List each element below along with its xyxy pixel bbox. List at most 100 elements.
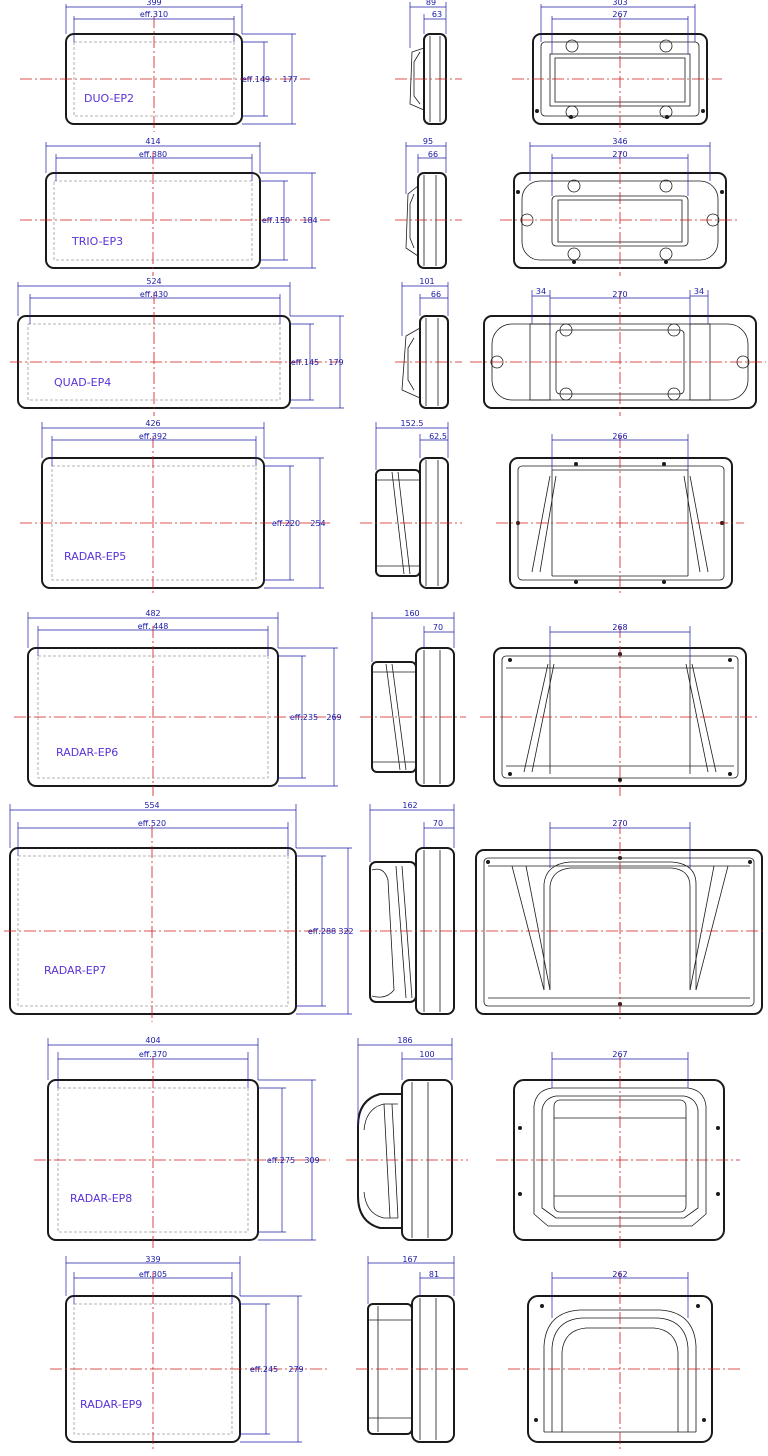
height-dimension: 309 [304, 1156, 319, 1165]
effective-width-dimension: eff.370 [139, 1050, 167, 1059]
front-depth-dimension: 62.5 [429, 432, 447, 441]
depth-dimension: 152.5 [401, 419, 424, 428]
rear-side-left-dimension: 34 [536, 287, 546, 296]
depth-dimension: 162 [402, 801, 417, 810]
rear-view: 270 [466, 819, 766, 1022]
rear-spacing-dimension: 262 [612, 1270, 627, 1279]
rear-view: 34 270 34 [470, 287, 766, 416]
front-view: 404 eff.370 eff.275 309 RADAR-EP8 [34, 1036, 330, 1248]
front-depth-dimension: 63 [432, 10, 442, 19]
height-dimension: 184 [302, 216, 317, 225]
width-dimension: 399 [146, 0, 161, 7]
model-label: RADAR-EP9 [80, 1398, 142, 1411]
rear-spacing-dimension: 267 [612, 10, 627, 19]
effective-width-dimension: eff.392 [139, 432, 167, 441]
effective-width-dimension: eff.310 [140, 10, 168, 19]
rear-width-dimension: 303 [612, 0, 627, 7]
side-view: 89 63 [395, 0, 462, 125]
height-dimension: 279 [288, 1365, 303, 1374]
model-label: RADAR-EP7 [44, 964, 106, 977]
side-view: 160 70 [360, 609, 466, 787]
side-view: 95 66 [395, 137, 462, 269]
depth-dimension: 95 [423, 137, 433, 146]
row-radar-ep9: 339 eff.305 eff.245 279 RADAR-EP9 167 81 [50, 1255, 740, 1450]
side-view: 167 81 [356, 1255, 470, 1443]
width-dimension: 339 [145, 1255, 160, 1264]
rear-spacing-dimension: 268 [612, 623, 627, 632]
effective-height-dimension: eff.245 [250, 1365, 278, 1374]
front-depth-dimension: 66 [431, 290, 441, 299]
effective-width-dimension: eff. 448 [138, 622, 169, 631]
front-view: 554 eff.520 eff.288 322 RADAR-EP7 [4, 801, 354, 1022]
height-dimension: 269 [326, 713, 341, 722]
front-view: 339 eff.305 eff.245 279 RADAR-EP9 [50, 1255, 330, 1450]
height-dimension: 322 [338, 927, 353, 936]
front-view: 399 eff.310 eff.149 177 DUO-EP2 [20, 0, 310, 132]
rear-spacing-dimension: 270 [612, 150, 627, 159]
rear-spacing-dimension: 267 [612, 1050, 627, 1059]
rear-view: 303 267 [512, 0, 722, 132]
rear-spacing-dimension: 266 [612, 432, 627, 441]
effective-height-dimension: eff.145 [291, 358, 319, 367]
width-dimension: 554 [144, 801, 159, 810]
model-label: RADAR-EP6 [56, 746, 118, 759]
effective-height-dimension: eff.150 [262, 216, 290, 225]
height-dimension: 177 [282, 75, 297, 84]
model-label: RADAR-EP5 [64, 550, 126, 563]
effective-width-dimension: eff.380 [139, 150, 167, 159]
row-trio-ep3: 414 eff.380 eff.150 184 TRIO-EP3 95 66 [20, 137, 740, 276]
effective-width-dimension: eff.305 [139, 1270, 167, 1279]
front-depth-dimension: 66 [428, 150, 438, 159]
front-depth-dimension: 81 [429, 1270, 439, 1279]
row-duo-ep2: 399 eff.310 eff.149 177 DUO-EP2 89 63 [20, 0, 722, 132]
effective-height-dimension: eff.235 [290, 713, 318, 722]
rear-view: 346 270 [500, 137, 740, 276]
rear-view: 268 [480, 623, 760, 796]
depth-dimension: 160 [404, 609, 419, 618]
row-radar-ep7: 554 eff.520 eff.288 322 RADAR-EP7 162 70 [4, 801, 766, 1022]
effective-height-dimension: eff.275 [267, 1156, 295, 1165]
width-dimension: 404 [145, 1036, 160, 1045]
model-label: TRIO-EP3 [71, 235, 123, 248]
rear-spacing-dimension: 270 [612, 819, 627, 828]
height-dimension: 179 [328, 358, 343, 367]
depth-dimension: 167 [402, 1255, 417, 1264]
effective-width-dimension: eff.430 [140, 290, 168, 299]
side-view: 152.5 62.5 [360, 419, 462, 589]
rear-view: 262 [508, 1270, 740, 1450]
effective-height-dimension: eff.220 [272, 519, 300, 528]
depth-dimension: 101 [419, 277, 434, 286]
rear-view: 267 [496, 1050, 740, 1248]
side-view: 186 100 [346, 1036, 468, 1241]
row-quad-ep4: 524 eff.430 eff.145 179 QUAD-EP4 101 66 [10, 277, 766, 416]
rear-view: 266 [496, 432, 744, 596]
model-label: QUAD-EP4 [54, 376, 111, 389]
row-radar-ep6: 482 eff. 448 eff.235 269 RADAR-EP6 160 7… [14, 609, 760, 796]
front-view: 414 eff.380 eff.150 184 TRIO-EP3 [20, 137, 330, 276]
width-dimension: 524 [146, 277, 161, 286]
depth-dimension: 89 [426, 0, 436, 7]
width-dimension: 482 [145, 609, 160, 618]
height-dimension: 254 [310, 519, 325, 528]
row-radar-ep5: 426 eff.392 eff.220 254 RADAR-EP5 152.5 … [20, 419, 744, 596]
row-radar-ep8: 404 eff.370 eff.275 309 RADAR-EP8 186 10… [34, 1036, 740, 1248]
front-view: 524 eff.430 eff.145 179 QUAD-EP4 [10, 277, 344, 416]
front-depth-dimension: 70 [433, 623, 443, 632]
effective-height-dimension: eff.149 [242, 75, 270, 84]
effective-height-dimension: eff.288 [308, 927, 336, 936]
rear-spacing-dimension: 270 [612, 290, 627, 299]
width-dimension: 426 [145, 419, 160, 428]
side-view: 101 66 [395, 277, 462, 409]
front-view: 482 eff. 448 eff.235 269 RADAR-EP6 [14, 609, 342, 796]
width-dimension: 414 [145, 137, 160, 146]
model-label: DUO-EP2 [84, 92, 134, 105]
rear-side-right-dimension: 34 [694, 287, 704, 296]
effective-width-dimension: eff.520 [138, 819, 166, 828]
depth-dimension: 186 [397, 1036, 412, 1045]
front-view: 426 eff.392 eff.220 254 RADAR-EP5 [20, 419, 330, 596]
rear-width-dimension: 346 [612, 137, 627, 146]
front-depth-dimension: 100 [419, 1050, 434, 1059]
model-label: RADAR-EP8 [70, 1192, 132, 1205]
